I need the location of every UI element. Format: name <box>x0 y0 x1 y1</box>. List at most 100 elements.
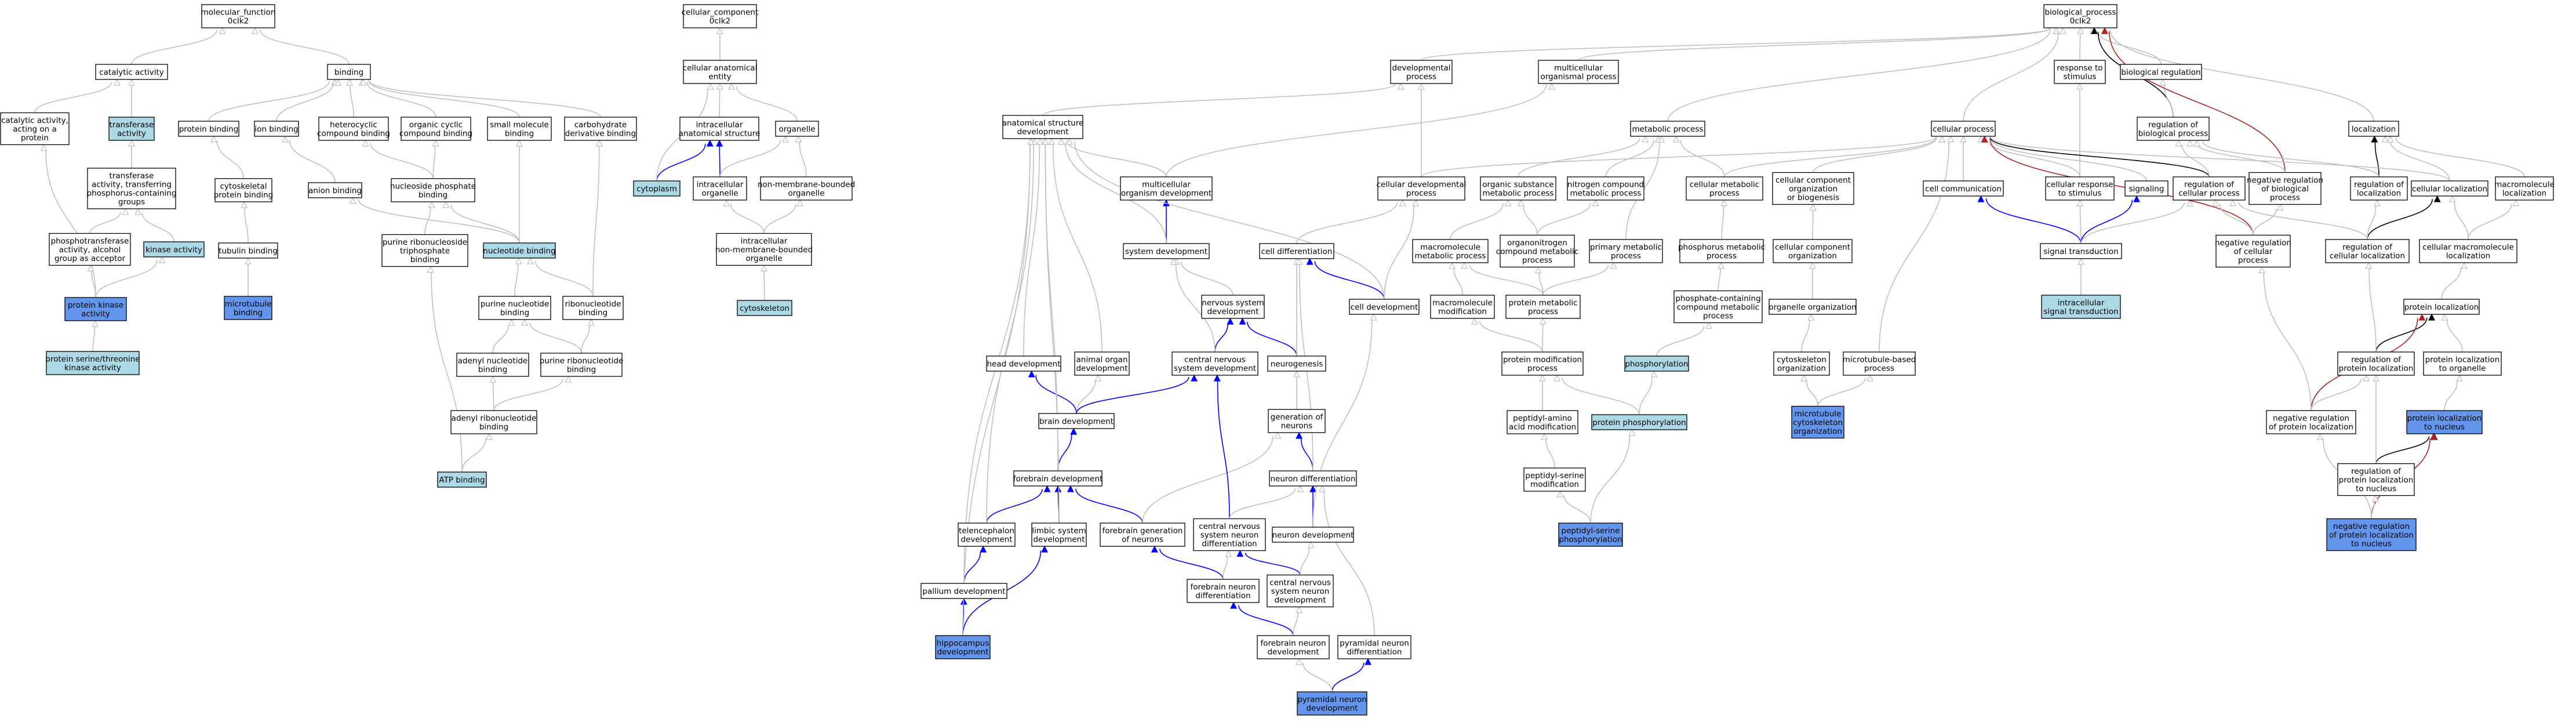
term-node-head-development[interactable]: head development <box>986 355 1061 372</box>
term-node-cytoskeleton[interactable]: cytoskeleton <box>737 300 792 316</box>
term-node-neuron-development[interactable]: neuron development <box>1272 527 1354 543</box>
term-node-phosphorylation[interactable]: phosphorylation <box>1624 355 1689 372</box>
term-node-system-development[interactable]: system development <box>1123 243 1210 259</box>
term-node-cell-communication[interactable]: cell communication <box>1923 180 2004 197</box>
term-node-biological-regulation[interactable]: biological regulation <box>2120 64 2202 80</box>
term-node-pallium-development[interactable]: pallium development <box>920 583 1007 599</box>
term-node-protein-localization[interactable]: protein localization <box>2403 299 2480 315</box>
term-node-ion-binding[interactable]: ion binding <box>254 121 299 137</box>
term-node-atp-binding[interactable]: ATP binding <box>437 471 487 488</box>
term-node-neurogenesis[interactable]: neurogenesis <box>1267 355 1326 372</box>
term-node-nucleotide-binding[interactable]: nucleotide binding <box>483 242 556 259</box>
term-node-catalytic-activity[interactable]: catalytic activity <box>95 64 168 80</box>
term-node-cytoplasm[interactable]: cytoplasm <box>633 180 681 197</box>
term-node-cell-development[interactable]: cell development <box>1349 299 1420 315</box>
term-node-kinase-activity[interactable]: kinase activity <box>143 241 205 257</box>
term-node-metabolic-process[interactable]: metabolic process <box>1630 121 1705 137</box>
term-node-cellular-localization[interactable]: cellular localization <box>2411 180 2488 197</box>
term-node-forebrain-development[interactable]: forebrain development <box>1013 470 1103 487</box>
term-node-cellular-process[interactable]: cellular process <box>1931 121 1996 137</box>
term-node-localization[interactable]: localization <box>2348 121 2399 137</box>
term-node-cell-differentiation[interactable]: cell differentiation <box>1259 243 1334 259</box>
term-node-organelle[interactable]: organelle <box>775 121 819 137</box>
term-node-brain-development[interactable]: brain development <box>1038 413 1115 429</box>
